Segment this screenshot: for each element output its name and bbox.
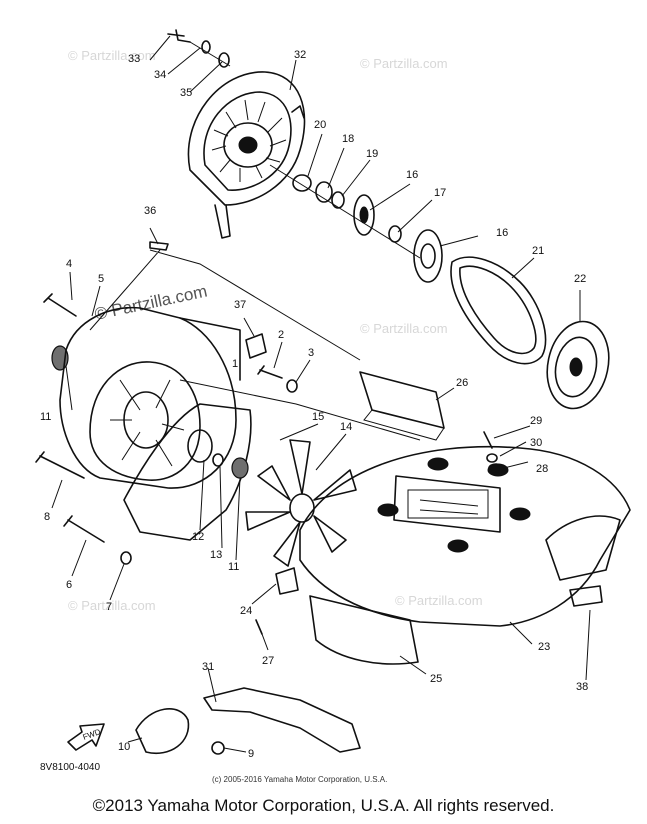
callout-21: 21 xyxy=(532,245,544,257)
nut-part xyxy=(211,741,225,755)
callout-27: 27 xyxy=(262,655,274,667)
pulley-part xyxy=(546,320,610,410)
deflector-part xyxy=(203,687,361,753)
callout-20: 20 xyxy=(314,119,326,131)
callout-3: 3 xyxy=(308,347,314,359)
grommet-part xyxy=(275,567,299,595)
callout-14: 14 xyxy=(340,421,352,433)
watermarks: © Partzilla.com © Partzilla.com © Partzi… xyxy=(68,48,483,613)
callout-22: 22 xyxy=(574,273,586,285)
callout-36: 36 xyxy=(144,205,156,217)
callout-17: 17 xyxy=(434,187,446,199)
fan-case-plate xyxy=(123,403,252,541)
leader-lines xyxy=(51,35,591,753)
callout-35: 35 xyxy=(180,87,192,99)
callout-32: 32 xyxy=(294,49,306,61)
callout-30: 30 xyxy=(530,437,542,449)
callout-23: 23 xyxy=(538,641,550,653)
bolt-washer-stack xyxy=(167,29,231,68)
callout-4: 4 xyxy=(66,258,72,270)
cover-plate-part xyxy=(135,708,190,755)
lower-shroud-part xyxy=(309,595,419,665)
cooling-fan-part xyxy=(245,439,357,567)
watermark-text: © Partzilla.com xyxy=(360,321,448,336)
watermark-text: © Partzilla.com xyxy=(395,593,483,608)
callout-labels: 1 2 3 4 5 6 7 8 9 10 11 11 12 13 14 15 1… xyxy=(40,49,588,760)
callout-24: 24 xyxy=(240,605,252,617)
callout-19: 19 xyxy=(366,148,378,160)
callout-11: 11 xyxy=(40,411,51,423)
decal-part xyxy=(569,585,603,607)
screw-part xyxy=(483,431,493,449)
callout-31: 31 xyxy=(202,661,214,673)
callout-2: 2 xyxy=(278,329,284,341)
callout-16: 16 xyxy=(496,227,508,239)
watermark-text: © Partzilla.com xyxy=(360,56,448,71)
footer-copyright: ©2013 Yamaha Motor Corporation, U.S.A. A… xyxy=(92,796,555,815)
callout-8: 8 xyxy=(44,511,50,523)
small-copyright: (c) 2005-2016 Yamaha Motor Corporation, … xyxy=(212,775,387,784)
callout-1: 1 xyxy=(232,358,238,370)
watermark-overlay-text: © Partzilla.com xyxy=(93,282,209,324)
pin-part xyxy=(255,619,263,635)
callout-37: 37 xyxy=(234,299,246,311)
callout-25: 25 xyxy=(430,673,442,685)
callout-29: 29 xyxy=(530,415,542,427)
callout-10: 10 xyxy=(118,741,130,753)
watermark-text: © Partzilla.com xyxy=(68,48,156,63)
fan-shroud-part xyxy=(59,306,241,489)
callout-16: 16 xyxy=(406,169,418,181)
callout-12: 12 xyxy=(192,531,204,543)
callout-6: 6 xyxy=(66,579,72,591)
grommet-part xyxy=(488,463,504,473)
callout-15: 15 xyxy=(312,411,324,423)
drive-spacers xyxy=(269,164,443,283)
clip-part xyxy=(245,333,267,359)
callout-38: 38 xyxy=(576,681,588,693)
callout-33: 33 xyxy=(128,53,140,65)
callout-26: 26 xyxy=(456,377,468,389)
callout-28: 28 xyxy=(536,463,548,475)
callout-18: 18 xyxy=(342,133,354,145)
diagram-code: 8V8100-4040 xyxy=(40,762,100,773)
callout-34: 34 xyxy=(154,69,166,81)
callout-9: 9 xyxy=(248,748,254,760)
watermark-text: © Partzilla.com xyxy=(68,598,156,613)
callout-5: 5 xyxy=(98,273,104,285)
washer-part xyxy=(486,453,498,463)
starter-housing-part xyxy=(187,71,306,239)
filter-pad-part xyxy=(359,371,445,441)
callout-13: 13 xyxy=(210,549,222,561)
callout-11: 11 xyxy=(228,561,239,573)
forward-arrow-icon: FWD xyxy=(67,723,105,751)
drive-belt-part xyxy=(450,256,547,365)
clip-part xyxy=(149,241,169,251)
callout-7: 7 xyxy=(106,601,112,613)
